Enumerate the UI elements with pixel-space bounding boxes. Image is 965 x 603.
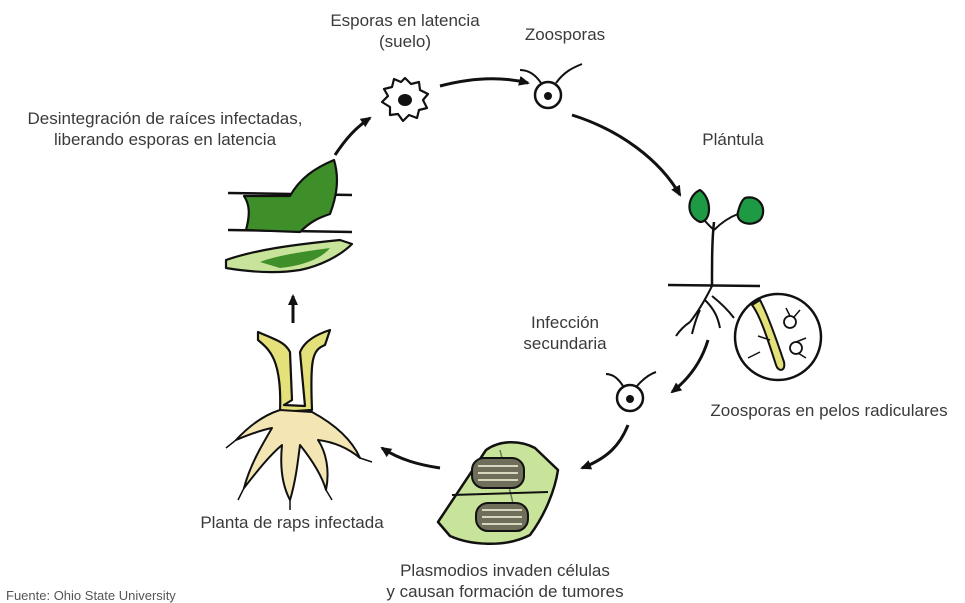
plasmodia-label: Plasmodios invaden células y causan form… <box>380 560 630 602</box>
secondary-infection-label-line1: Infección <box>505 312 625 333</box>
source-caption: Fuente: Ohio State University <box>6 588 176 603</box>
disintegration-label: Desintegración de raíces infectadas, lib… <box>0 108 330 150</box>
root-hair-magnifier-icon <box>735 294 821 380</box>
dormant-spores-label: Esporas en latencia (suelo) <box>300 10 510 52</box>
disintegrating-root-icon <box>226 160 352 272</box>
secondary-zoospore-icon <box>606 372 656 411</box>
dormant-spore-icon <box>382 78 428 121</box>
arrow-disintegration-to-spores <box>335 118 370 155</box>
plasmodia-cells-icon <box>438 442 558 544</box>
arrow-roothairs-to-secondary <box>672 340 708 392</box>
plasmodia-label-line2: y causan formación de tumores <box>380 581 630 602</box>
dormant-spores-label-line1: Esporas en latencia <box>300 10 510 31</box>
plasmodia-label-line1: Plasmodios invaden células <box>380 560 630 581</box>
disintegration-label-line2: liberando esporas en latencia <box>0 129 330 150</box>
disintegration-label-line1: Desintegración de raíces infectadas, <box>0 108 330 129</box>
arrow-secondary-to-plasmodia <box>582 425 628 468</box>
arrow-spores-to-zoospores <box>440 79 528 86</box>
arrow-plasmodia-to-plant <box>382 448 440 468</box>
infected-plant-icon <box>226 330 372 510</box>
infected-plant-label: Planta de raps infectada <box>172 512 412 533</box>
dormant-spores-label-line2: (suelo) <box>300 31 510 52</box>
root-hair-zoospores-label: Zoosporas en pelos radiculares <box>698 400 960 421</box>
seedling-label: Plántula <box>688 129 778 150</box>
arrow-zoospores-to-seedling <box>572 115 680 195</box>
zoospore-icon <box>520 64 582 108</box>
zoospores-label: Zoosporas <box>510 24 620 45</box>
secondary-infection-label: Infección secundaria <box>505 312 625 354</box>
secondary-infection-label-line2: secundaria <box>505 333 625 354</box>
